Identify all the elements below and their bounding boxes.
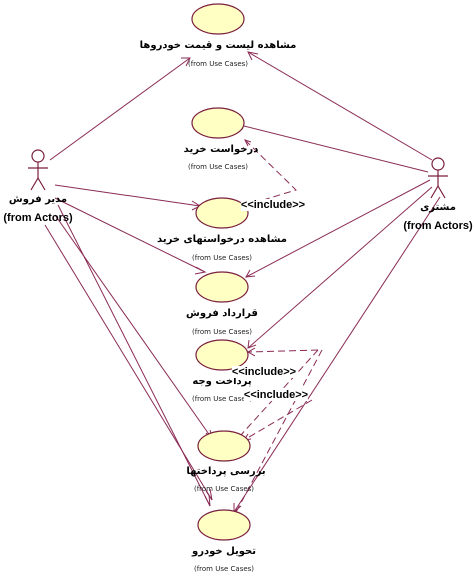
use-case-sales-contract-origin: (from Use Cases) bbox=[191, 328, 253, 336]
use-case-car-delivery-label: تحویل خودرو bbox=[192, 546, 256, 557]
use-case-purchase-request-label: درخواست خرید bbox=[183, 144, 259, 155]
use-case-view-purchase-requests-shape[interactable] bbox=[195, 197, 249, 229]
assoc-manager-view-car-prices bbox=[49, 57, 191, 161]
association-lines bbox=[44, 57, 214, 507]
assoc-customer-purchase-request bbox=[235, 123, 429, 173]
actor-customer-origin: (from Actors) bbox=[403, 220, 473, 232]
include-dep-car-delivery bbox=[233, 349, 323, 517]
customer-association-lines bbox=[233, 51, 441, 514]
use-case-review-payments-shape[interactable] bbox=[197, 430, 251, 462]
assoc-customer-sales-contract bbox=[245, 179, 431, 278]
actor-sales-manager-origin: (from Actors) bbox=[3, 212, 73, 224]
actor-customer-name: مشتری bbox=[420, 202, 456, 213]
use-case-shapes bbox=[191, 3, 251, 541]
include-label-purchase-request: <<include>> bbox=[240, 199, 306, 211]
assoc-manager-sales-contract bbox=[54, 197, 206, 273]
use-case-sales-contract-shape[interactable] bbox=[195, 271, 249, 303]
include-label-review-payments: <<include>> bbox=[243, 389, 309, 401]
use-case-view-purchase-requests-label: مشاهده درخواستهای خرید bbox=[157, 234, 287, 245]
use-case-purchase-request-origin: (from Use Cases) bbox=[187, 163, 249, 171]
use-case-car-delivery-origin: (from Use Cases) bbox=[193, 565, 255, 573]
include-label-payment: <<include>> bbox=[231, 366, 297, 378]
actor-customer-figure[interactable] bbox=[428, 157, 448, 199]
actor-sales-manager-figure[interactable] bbox=[28, 149, 48, 191]
use-case-view-car-prices-shape[interactable] bbox=[191, 3, 245, 35]
use-case-sales-contract-label: قرارداد فروش bbox=[186, 308, 258, 319]
use-case-payment-origin: (from Use Cases) bbox=[191, 395, 253, 403]
actor-sales-manager-name: مدیر فروش bbox=[8, 194, 68, 205]
use-case-car-delivery-shape[interactable] bbox=[197, 509, 251, 541]
use-case-review-payments-label: بررسی پرداختها bbox=[186, 466, 266, 477]
assoc-customer-payment bbox=[247, 186, 433, 349]
use-case-purchase-request-shape[interactable] bbox=[191, 107, 245, 139]
include-dep-review-payments bbox=[243, 399, 313, 441]
assoc-customer-car-delivery bbox=[233, 196, 441, 513]
use-case-view-purchase-requests-origin: (from Use Cases) bbox=[191, 254, 253, 262]
use-case-review-payments-origin: (from Use Cases) bbox=[193, 485, 255, 493]
include-dep-payment-1 bbox=[247, 349, 319, 353]
use-case-view-car-prices-origin: (from Use Cases) bbox=[187, 60, 249, 68]
use-case-payment-label: پرداخت وجه bbox=[192, 376, 252, 387]
assoc-manager-payment bbox=[57, 204, 211, 507]
assoc-manager-view-purchase-requests bbox=[54, 184, 201, 207]
use-case-view-car-prices-label: مشاهده لیست و قیمت خودروها bbox=[139, 40, 297, 51]
assoc-customer-view-car-prices bbox=[247, 51, 433, 161]
use-case-payment-shape[interactable] bbox=[195, 339, 249, 371]
assoc-manager-car-delivery bbox=[44, 224, 213, 501]
assoc-manager-review-payments bbox=[54, 214, 214, 441]
